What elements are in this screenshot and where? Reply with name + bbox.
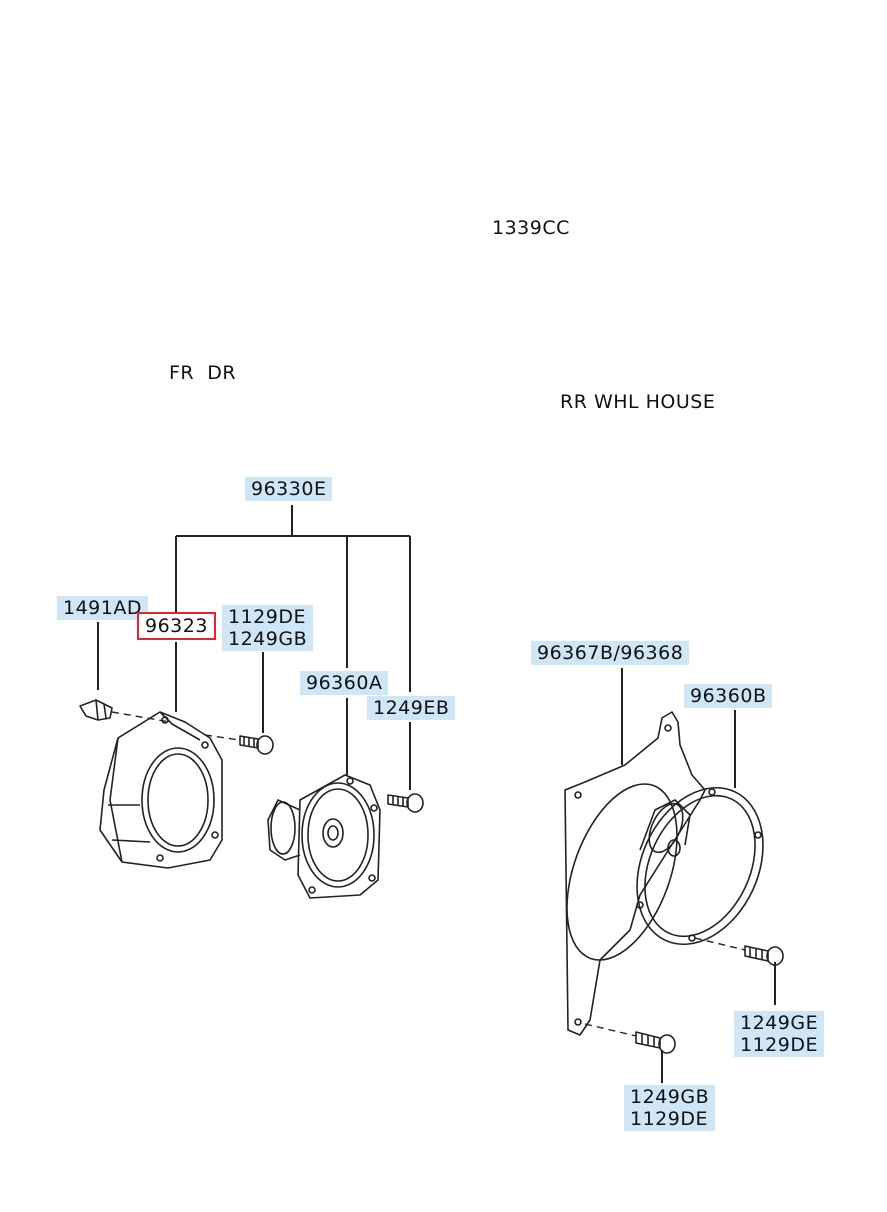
part-label-1249gb: 1249GB: [630, 1086, 710, 1108]
part-label-96323-selected[interactable]: 96323: [137, 612, 216, 640]
speaker-b-drawing: [636, 786, 764, 946]
screw-eb-drawing: [387, 793, 424, 813]
screw-a-drawing: [204, 734, 274, 755]
part-label-1249gb-1129de[interactable]: 1249GB 1129DE: [624, 1085, 716, 1131]
code-label: 1339CC: [492, 217, 570, 239]
part-label-1249ge-1129de[interactable]: 1249GE 1129DE: [734, 1011, 825, 1057]
speaker-a-drawing: [267, 774, 381, 899]
leader-lines-96330e: [175, 505, 411, 692]
screw-ge-drawing: [694, 937, 784, 966]
part-label-96330e[interactable]: 96330E: [245, 477, 333, 501]
clip-drawing: [79, 699, 171, 723]
part-label-1129de: 1129DE: [740, 1034, 818, 1056]
housing-drawing: [99, 711, 223, 869]
part-label-1249gb: 1249GB: [228, 628, 308, 650]
part-label-1129de: 1129DE: [228, 606, 306, 628]
section-label-rr-whl-house: RR WHL HOUSE: [560, 391, 716, 413]
part-label-96360a[interactable]: 96360A: [300, 671, 389, 695]
part-label-96367b-96368[interactable]: 96367B/96368: [531, 641, 690, 665]
bracket-drawing: [564, 711, 706, 1036]
section-label-fr-dr: FR DR: [169, 362, 237, 384]
part-label-1249eb[interactable]: 1249EB: [367, 696, 456, 720]
part-label-1249ge: 1249GE: [740, 1012, 819, 1034]
part-label-1491ad[interactable]: 1491AD: [57, 596, 148, 620]
part-label-1129de-1249gb[interactable]: 1129DE 1249GB: [222, 605, 314, 651]
part-label-1129de: 1129DE: [630, 1108, 708, 1130]
part-label-96360b[interactable]: 96360B: [684, 684, 773, 708]
screw-gb-rear-drawing: [584, 1023, 676, 1054]
